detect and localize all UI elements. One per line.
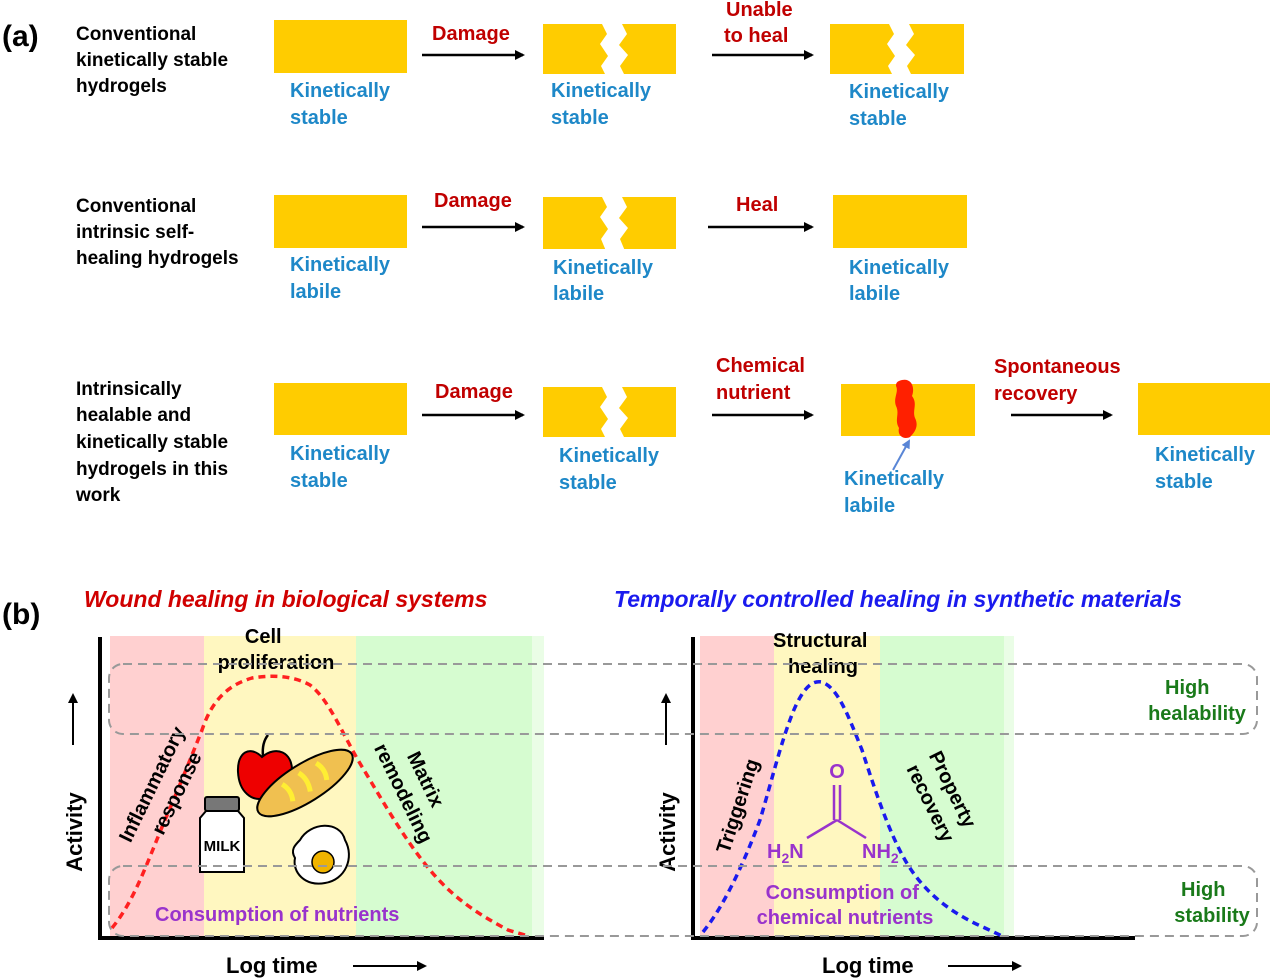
row-3: Intrinsically healable and kinetically s… bbox=[75, 355, 1270, 517]
y-axis-label: Activity bbox=[62, 792, 87, 872]
consumption-label: Consumption of nutrients bbox=[155, 904, 399, 926]
panel-a-label: (a) bbox=[2, 20, 39, 53]
label-high-healability: High healability bbox=[1148, 677, 1247, 725]
egg-icon bbox=[291, 824, 350, 885]
gel-block-healed bbox=[833, 195, 967, 248]
milk-icon: MILK bbox=[199, 796, 245, 873]
svg-text:O: O bbox=[829, 761, 845, 783]
state-label: Kinetically labile bbox=[844, 468, 950, 517]
y-axis-label: Activity bbox=[655, 792, 680, 872]
gel-block-damaged bbox=[830, 22, 964, 76]
row-1: Conventional kinetically stable hydrogel… bbox=[76, 0, 964, 130]
band-high-stability bbox=[108, 865, 1258, 937]
x-axis-label: Log time bbox=[226, 953, 318, 978]
phase-remodeling bbox=[356, 636, 532, 936]
state-label: Kinetically stable bbox=[551, 80, 657, 129]
row-2: Conventional intrinsic self- healing hyd… bbox=[76, 190, 967, 305]
arrow-label-damage: Damage bbox=[432, 23, 510, 45]
gel-block-damaged bbox=[543, 22, 676, 76]
right-title: Temporally controlled healing in synthet… bbox=[614, 586, 1182, 612]
state-label: Kinetically stable bbox=[290, 80, 396, 129]
phase-property-recovery bbox=[880, 636, 1004, 936]
panel-b-label: (b) bbox=[2, 598, 40, 631]
phase-inflammatory bbox=[110, 636, 204, 936]
state-label: Kinetically labile bbox=[553, 257, 659, 305]
state-label: Kinetically stable bbox=[559, 445, 665, 494]
x-axis-label: Log time bbox=[822, 953, 914, 978]
arrow-label-damage: Damage bbox=[435, 381, 513, 403]
svg-text:NH2: NH2 bbox=[862, 841, 899, 866]
band-high-healability bbox=[108, 663, 1258, 735]
row-1-description: Conventional kinetically stable hydrogel… bbox=[76, 24, 233, 97]
state-label: Kinetically stable bbox=[290, 443, 396, 492]
gel-block-intact bbox=[274, 195, 407, 248]
phase-label-top: Structural healing bbox=[773, 630, 873, 678]
left-title: Wound healing in biological systems bbox=[84, 586, 487, 612]
phase-triggering bbox=[700, 636, 774, 936]
state-label: Kinetically stable bbox=[1155, 444, 1261, 493]
arrow-label-damage: Damage bbox=[434, 190, 512, 212]
left-chart: Cell proliferation Inflammatory response… bbox=[62, 626, 544, 978]
activity-curve-blue bbox=[701, 679, 1003, 938]
state-label: Kinetically labile bbox=[290, 254, 396, 303]
right-chart: Structural healing Triggering Property r… bbox=[655, 630, 1135, 978]
arrow-label-spontaneous-recovery: Spontaneous recovery bbox=[994, 356, 1126, 405]
label-high-stability: High stability bbox=[1174, 879, 1250, 927]
arrow-label-chemical-nutrient: Chemical nutrient bbox=[716, 355, 811, 404]
row-3-description: Intrinsically healable and kinetically s… bbox=[75, 379, 233, 506]
arrow-label-unable-to-heal: Unable to heal bbox=[724, 0, 798, 47]
pointer-arrow bbox=[892, 439, 910, 471]
svg-text:H2N: H2N bbox=[767, 841, 804, 866]
gel-block-intact bbox=[274, 383, 407, 435]
gel-block-damaged bbox=[543, 195, 676, 251]
state-label: Kinetically labile bbox=[849, 257, 955, 305]
activity-curve-red bbox=[110, 674, 529, 938]
gel-block-recovered bbox=[1138, 383, 1270, 435]
consumption-label: Consumption of chemical nutrients bbox=[757, 882, 934, 929]
gel-block-intact bbox=[274, 20, 407, 73]
arrow-label-heal: Heal bbox=[736, 194, 778, 216]
urea-structure: O H2N NH2 bbox=[767, 761, 899, 866]
state-label: Kinetically stable bbox=[849, 81, 955, 130]
milk-label: MILK bbox=[204, 838, 241, 855]
gel-block-healing bbox=[841, 379, 975, 438]
row-2-description: Conventional intrinsic self- healing hyd… bbox=[76, 196, 239, 269]
bread-icon bbox=[256, 748, 354, 818]
gel-block-damaged bbox=[543, 385, 676, 439]
